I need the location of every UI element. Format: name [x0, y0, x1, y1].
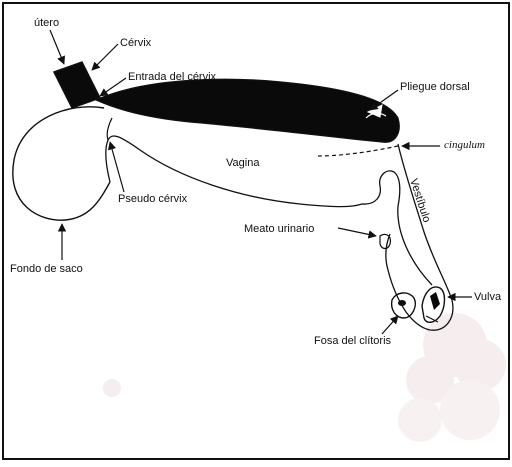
fondo-de-saco-outline — [13, 107, 110, 220]
label-fondo-de-saco: Fondo de saco — [10, 263, 83, 275]
arrow-fosa-clitoris — [382, 316, 398, 334]
cingulum-dashed-line — [318, 146, 398, 156]
label-vestibulo: Vestíbulo — [407, 177, 432, 224]
label-pliegue-dorsal: Pliegue dorsal — [400, 81, 470, 93]
arrow-meato-urinario — [338, 228, 376, 236]
label-vagina: Vagina — [226, 157, 260, 169]
label-entrada-cervix: Entrada del cérvix — [128, 71, 217, 83]
label-pseudo-cervix: Pseudo cérvix — [118, 193, 188, 205]
vulva-lips — [392, 287, 445, 322]
label-vulva: Vulva — [474, 291, 502, 303]
arrow-cervix — [92, 44, 118, 70]
label-meato-urinario: Meato urinario — [244, 223, 314, 235]
urinary-meatus — [380, 234, 390, 248]
stain-marks — [103, 313, 506, 442]
vagina-dorsal-fold — [96, 79, 399, 142]
label-cingulum: cingulum — [444, 139, 485, 151]
label-utero: útero — [34, 17, 59, 29]
label-cervix: Cérvix — [120, 37, 152, 49]
label-fosa-clitoris: Fosa del clítoris — [314, 335, 392, 347]
arrow-utero — [50, 30, 64, 64]
arrow-pseudo-cervix — [110, 142, 124, 192]
